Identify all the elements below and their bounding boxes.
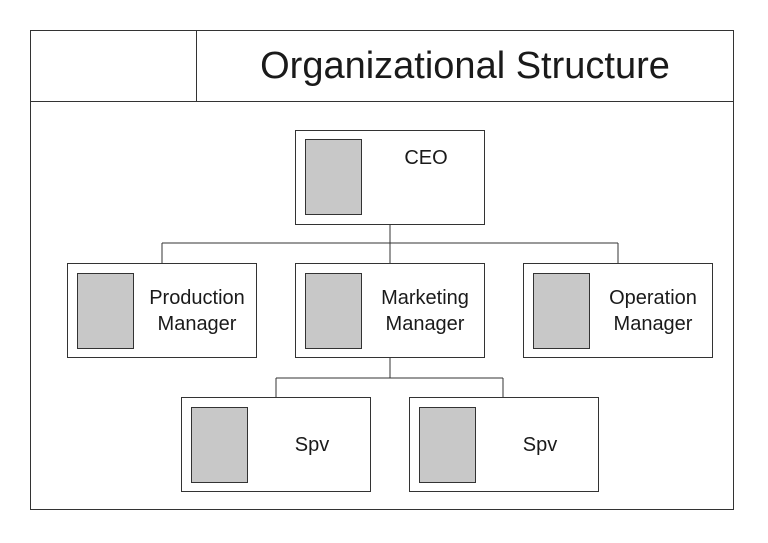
node-production-manager-label: Production Manager — [138, 284, 256, 338]
photo-placeholder — [419, 407, 476, 483]
node-ceo: CEO — [295, 130, 485, 225]
node-ceo-label: CEO — [404, 147, 448, 169]
label-line-2: Manager — [157, 313, 237, 335]
photo-placeholder — [77, 273, 134, 349]
label-line-1: Marketing — [381, 287, 469, 309]
node-marketing-manager: Marketing Manager — [295, 263, 485, 358]
node-operation-manager: Operation Manager — [523, 263, 713, 358]
label-line-1: Operation — [609, 287, 697, 309]
photo-placeholder — [191, 407, 248, 483]
photo-placeholder — [305, 139, 362, 215]
node-production-manager: Production Manager — [67, 263, 257, 358]
node-operation-manager-label: Operation Manager — [594, 284, 712, 338]
title-header: Organizational Structure — [31, 31, 733, 102]
node-supervisor-2-label: Spv — [522, 434, 558, 456]
photo-placeholder — [533, 273, 590, 349]
header-left-cell — [31, 31, 197, 101]
node-supervisor-1: Spv — [181, 397, 371, 492]
label-line-2: Manager — [613, 313, 693, 335]
label-line-2: Manager — [385, 313, 465, 335]
photo-placeholder — [305, 273, 362, 349]
node-supervisor-2: Spv — [409, 397, 599, 492]
node-marketing-manager-label: Marketing Manager — [366, 284, 484, 338]
label-line-1: Production — [149, 287, 245, 309]
node-supervisor-1-label: Spv — [294, 434, 330, 456]
page-title: Organizational Structure — [260, 44, 670, 87]
